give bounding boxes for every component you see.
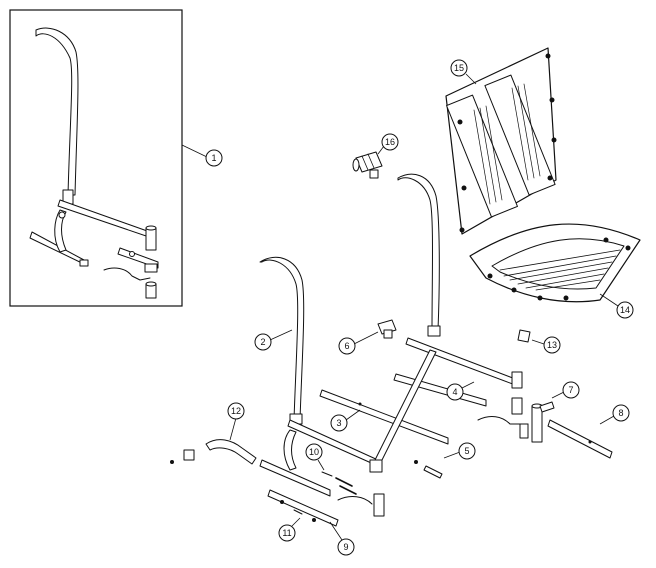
part-16-connector [352, 151, 383, 179]
callout-label: 5 [464, 446, 469, 456]
callout-8: 8 [612, 404, 630, 422]
callout-5: 5 [458, 442, 476, 460]
part-4-frame [369, 337, 529, 473]
part-8-rod [547, 419, 613, 459]
part-2-upright [259, 257, 379, 497]
right-upright [397, 173, 441, 337]
part-10-bolts [321, 471, 357, 495]
callout-15: 15 [450, 59, 468, 77]
callout-2: 2 [254, 333, 272, 351]
part-11-fasteners [280, 500, 316, 522]
callout-label: 1 [211, 153, 216, 163]
callout-3: 3 [330, 414, 348, 432]
part-15-back-panel [445, 47, 557, 235]
part-14-seat [469, 223, 641, 303]
callout-label: 6 [344, 341, 349, 351]
part-13-clip [517, 329, 531, 343]
callout-label: 11 [282, 528, 291, 538]
callout-1: 1 [205, 149, 223, 167]
callout-12: 12 [227, 402, 245, 420]
part-5-bolt [414, 460, 443, 479]
callout-10: 10 [305, 443, 323, 461]
assembled-frame-drawing [29, 27, 159, 299]
callout-16: 16 [381, 133, 399, 151]
part-9-bar [267, 459, 385, 527]
callout-label: 13 [547, 340, 557, 350]
callout-label: 16 [385, 137, 395, 147]
callout-14: 14 [616, 301, 634, 319]
callout-label: 9 [343, 542, 348, 552]
assembly-inset-frame [9, 9, 183, 307]
callout-13: 13 [543, 336, 561, 354]
callout-6: 6 [338, 337, 356, 355]
callout-label: 15 [454, 63, 464, 73]
callout-9: 9 [337, 538, 355, 556]
callout-label: 4 [452, 387, 457, 397]
part-6-bracket [377, 319, 397, 339]
callout-label: 2 [260, 337, 265, 347]
callout-label: 12 [231, 406, 241, 416]
callout-7: 7 [562, 381, 580, 399]
part-7-sleeve [531, 401, 555, 443]
callout-11: 11 [278, 524, 296, 542]
callout-label: 7 [568, 385, 573, 395]
callout-label: 3 [336, 418, 341, 428]
callout-label: 14 [620, 305, 630, 315]
callout-4: 4 [446, 383, 464, 401]
part-12-bent-tube [170, 439, 257, 465]
callout-label: 10 [309, 447, 319, 457]
callout-label: 8 [618, 408, 623, 418]
